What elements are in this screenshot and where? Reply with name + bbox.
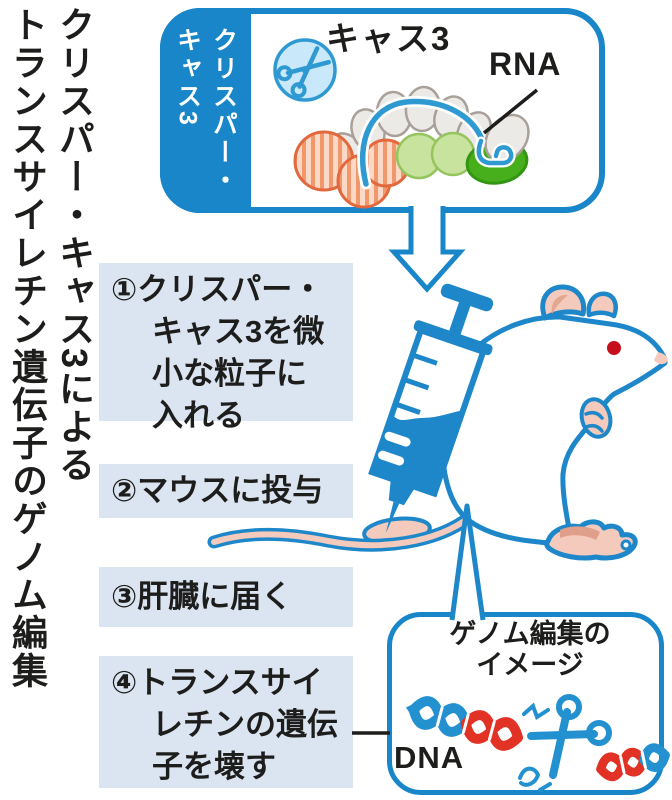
dna-label: DNA: [394, 740, 465, 775]
bubble-pointer: [449, 503, 486, 621]
mouse-ear-right: [586, 291, 618, 319]
mouse-front-paw: [579, 397, 613, 439]
step-2-text: ②マウスに投与: [111, 473, 324, 508]
down-arrow-icon: [388, 206, 466, 293]
step-box-2: ②マウスに投与: [99, 464, 353, 518]
step-box-1: ①クリスパー・ キャス3を微 小な粒子に 入れる: [99, 263, 353, 433]
mouse-ear-left: [540, 284, 587, 321]
crispr-cas3-tab: クリスパー・ キャス3: [160, 8, 251, 213]
rna-label: RNA: [489, 46, 562, 82]
page-title: クリスパー・キャス3による トランスサイレチン遺伝子のゲノム編集: [7, 6, 95, 690]
step-3-text: ③肝臓に届く: [111, 579, 293, 614]
mouse-body: [439, 314, 668, 547]
step-box-4: ④トランスサイ レチンの遺伝 子を壊す: [99, 656, 353, 788]
step-box-3: ③肝臓に届く: [99, 567, 353, 627]
cas3-label: キャス3: [326, 20, 452, 57]
mouse-eye: [607, 341, 621, 355]
crispr-cas3-tab-label: クリスパー・ キャス3: [173, 26, 238, 195]
mouse-tail: [207, 510, 477, 552]
step-4-text: ④トランスサイ レチンの遺伝 子を壊す: [111, 665, 338, 784]
mouse-hind-foot: [544, 519, 638, 561]
bubble-title: ゲノム編集の イメージ: [449, 619, 611, 680]
step-1-text: ①クリスパー・ キャス3を微 小な粒子に 入れる: [111, 272, 325, 433]
mouse-nose: [654, 352, 668, 365]
syringe-icon: [368, 283, 494, 533]
